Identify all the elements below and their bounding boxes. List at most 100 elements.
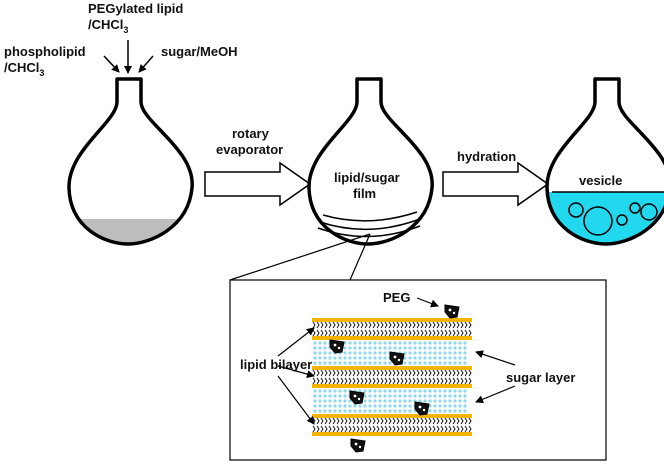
flask-3 bbox=[545, 77, 664, 246]
sugar-molecule bbox=[328, 356, 332, 360]
sugar-molecule bbox=[408, 341, 412, 345]
peg-dot bbox=[333, 343, 337, 347]
sugar-molecule bbox=[438, 341, 442, 345]
evaporator-label: evaporator bbox=[216, 142, 283, 157]
sugar-molecule bbox=[323, 389, 327, 393]
sugar-molecule bbox=[348, 346, 352, 350]
sugar-molecule bbox=[418, 399, 422, 403]
sugar-molecule bbox=[368, 409, 372, 413]
sugar-molecule bbox=[393, 346, 397, 350]
sugar-molecule bbox=[353, 341, 357, 345]
peg-dot bbox=[357, 397, 361, 401]
sugar-molecule bbox=[413, 351, 417, 355]
process-arrow-2 bbox=[442, 161, 550, 207]
sugar-molecule bbox=[313, 399, 317, 403]
sugar-molecule bbox=[313, 409, 317, 413]
lipid-headgroup-row bbox=[312, 384, 472, 388]
sugar-molecule bbox=[413, 394, 417, 398]
arrow-sugar-2 bbox=[475, 385, 516, 404]
hydration-label: hydration bbox=[457, 149, 516, 164]
sugar-molecule bbox=[323, 351, 327, 355]
sugar-molecule bbox=[448, 389, 452, 393]
lipid-headgroup-row bbox=[312, 318, 472, 322]
lipid-headgroup-row bbox=[312, 414, 472, 418]
phospholipid-solvent-label: /CHCl3 bbox=[4, 60, 44, 78]
sugar-molecule bbox=[333, 404, 337, 408]
sugar-molecule bbox=[353, 409, 357, 413]
sugar-molecule bbox=[453, 399, 457, 403]
sugar-molecule bbox=[453, 341, 457, 345]
sugar-molecule bbox=[378, 351, 382, 355]
sugar-molecule bbox=[458, 346, 462, 350]
sugar-molecule bbox=[383, 346, 387, 350]
sugar-molecule bbox=[458, 361, 462, 365]
sugar-molecule bbox=[428, 341, 432, 345]
peg-dot bbox=[393, 355, 397, 359]
arrow-sugar-1 bbox=[475, 350, 516, 366]
sugar-molecule bbox=[408, 389, 412, 393]
sugar-molecule bbox=[378, 399, 382, 403]
sugar-molecule bbox=[363, 341, 367, 345]
sugar-molecule bbox=[318, 346, 322, 350]
peg-chain bbox=[349, 390, 365, 405]
sugar-molecule bbox=[333, 361, 337, 365]
sugar-molecule bbox=[323, 399, 327, 403]
sugar-molecule bbox=[348, 341, 352, 345]
peg-dot bbox=[418, 405, 422, 409]
sugar-molecule bbox=[328, 404, 332, 408]
film-label-line1: lipid/sugar bbox=[334, 170, 400, 185]
sugar-molecule bbox=[378, 409, 382, 413]
sugar-molecule bbox=[403, 341, 407, 345]
sugar-molecule bbox=[433, 399, 437, 403]
sugar-molecule bbox=[398, 389, 402, 393]
sugar-molecule bbox=[413, 361, 417, 365]
vesicle-small bbox=[616, 214, 628, 226]
sugar-molecule bbox=[388, 346, 392, 350]
sugar-molecule bbox=[358, 341, 362, 345]
sugar-molecule bbox=[408, 399, 412, 403]
sugar-molecule bbox=[313, 341, 317, 345]
sugar-molecule bbox=[403, 394, 407, 398]
sugar-molecule bbox=[388, 404, 392, 408]
sugar-molecule bbox=[333, 389, 337, 393]
sugar-molecule bbox=[378, 361, 382, 365]
sugar-molecule bbox=[348, 404, 352, 408]
sugar-molecule bbox=[318, 389, 322, 393]
sugar-molecule bbox=[323, 361, 327, 365]
sugar-molecule bbox=[318, 404, 322, 408]
sugar-molecule bbox=[363, 346, 367, 350]
sugar-molecule bbox=[333, 356, 337, 360]
sugar-molecule bbox=[448, 404, 452, 408]
sugar-molecule bbox=[428, 361, 432, 365]
sugar-molecule bbox=[428, 346, 432, 350]
sugar-molecule bbox=[443, 341, 447, 345]
sugar-molecule bbox=[463, 389, 467, 393]
sugar-molecule bbox=[323, 341, 327, 345]
sugar-molecule bbox=[373, 404, 377, 408]
sugar-molecule bbox=[448, 356, 452, 360]
lipid-headgroup-row bbox=[312, 336, 472, 340]
zoom-line-right bbox=[349, 233, 371, 281]
arrow-peg bbox=[416, 297, 439, 308]
sugar-molecule bbox=[348, 409, 352, 413]
sugar-molecule bbox=[403, 399, 407, 403]
sugar-molecule bbox=[423, 356, 427, 360]
sugar-molecule bbox=[398, 409, 402, 413]
sugar-molecule bbox=[363, 399, 367, 403]
sugar-molecule bbox=[418, 341, 422, 345]
film-line-1 bbox=[322, 211, 418, 222]
arrow-phospholipid bbox=[103, 55, 120, 73]
sugar-molecule bbox=[398, 399, 402, 403]
sugar-molecule bbox=[328, 389, 332, 393]
sugar-molecule bbox=[383, 351, 387, 355]
zoom-line-left bbox=[229, 233, 371, 281]
lipid-tails bbox=[312, 321, 472, 337]
sugar-molecule bbox=[463, 341, 467, 345]
flask-2 bbox=[307, 77, 434, 246]
sugar-molecule bbox=[358, 409, 362, 413]
sugar-molecule bbox=[338, 399, 342, 403]
sugar-molecule bbox=[453, 351, 457, 355]
sugar-molecule bbox=[438, 346, 442, 350]
sugar-molecule bbox=[343, 351, 347, 355]
sugar-molecule bbox=[463, 351, 467, 355]
